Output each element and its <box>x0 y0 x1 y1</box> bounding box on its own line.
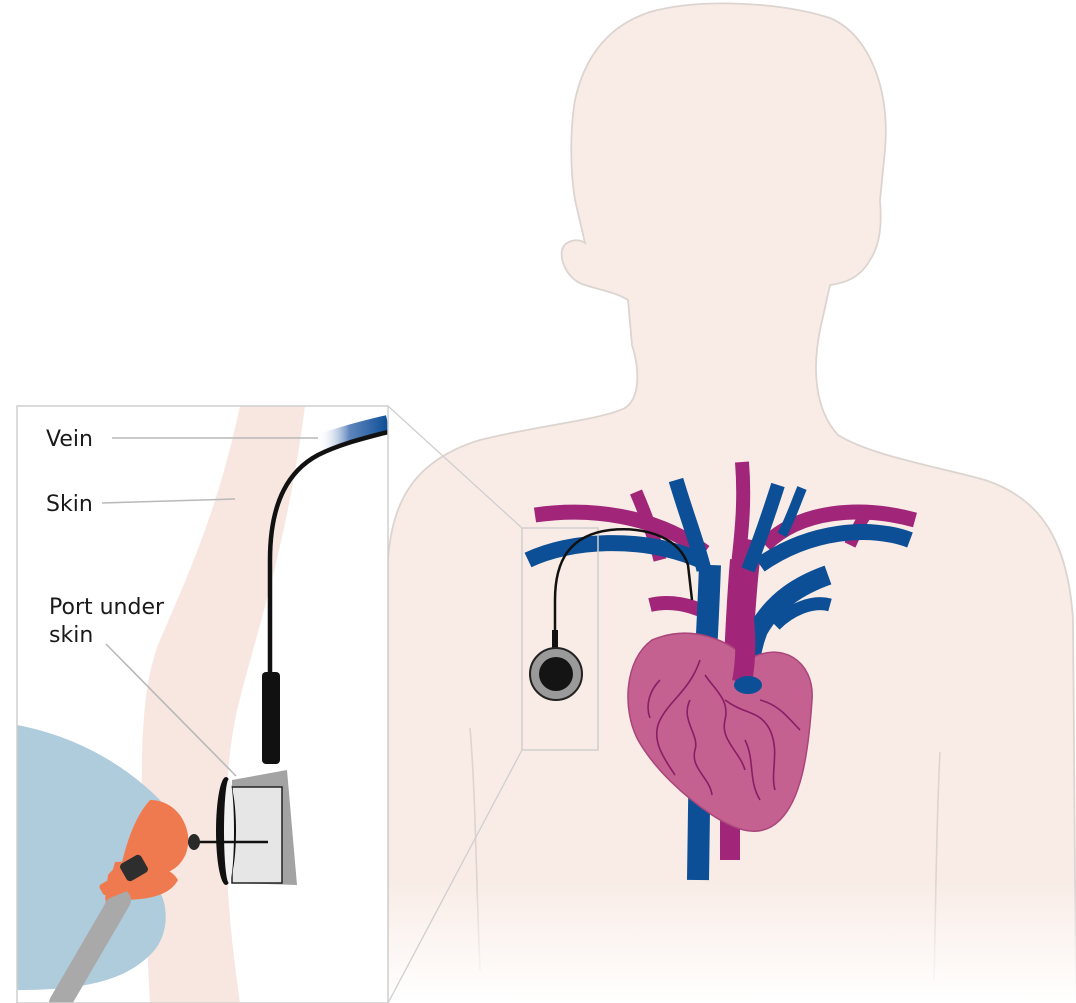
skin-label: Skin <box>46 492 93 517</box>
port-under-skin-label-line2: skin <box>49 623 93 648</box>
inset-detail-panel: Vein Skin Port under skin <box>17 406 388 1003</box>
vein-label: Vein <box>46 427 93 452</box>
port-under-skin-label-line1: Port under <box>49 595 165 620</box>
